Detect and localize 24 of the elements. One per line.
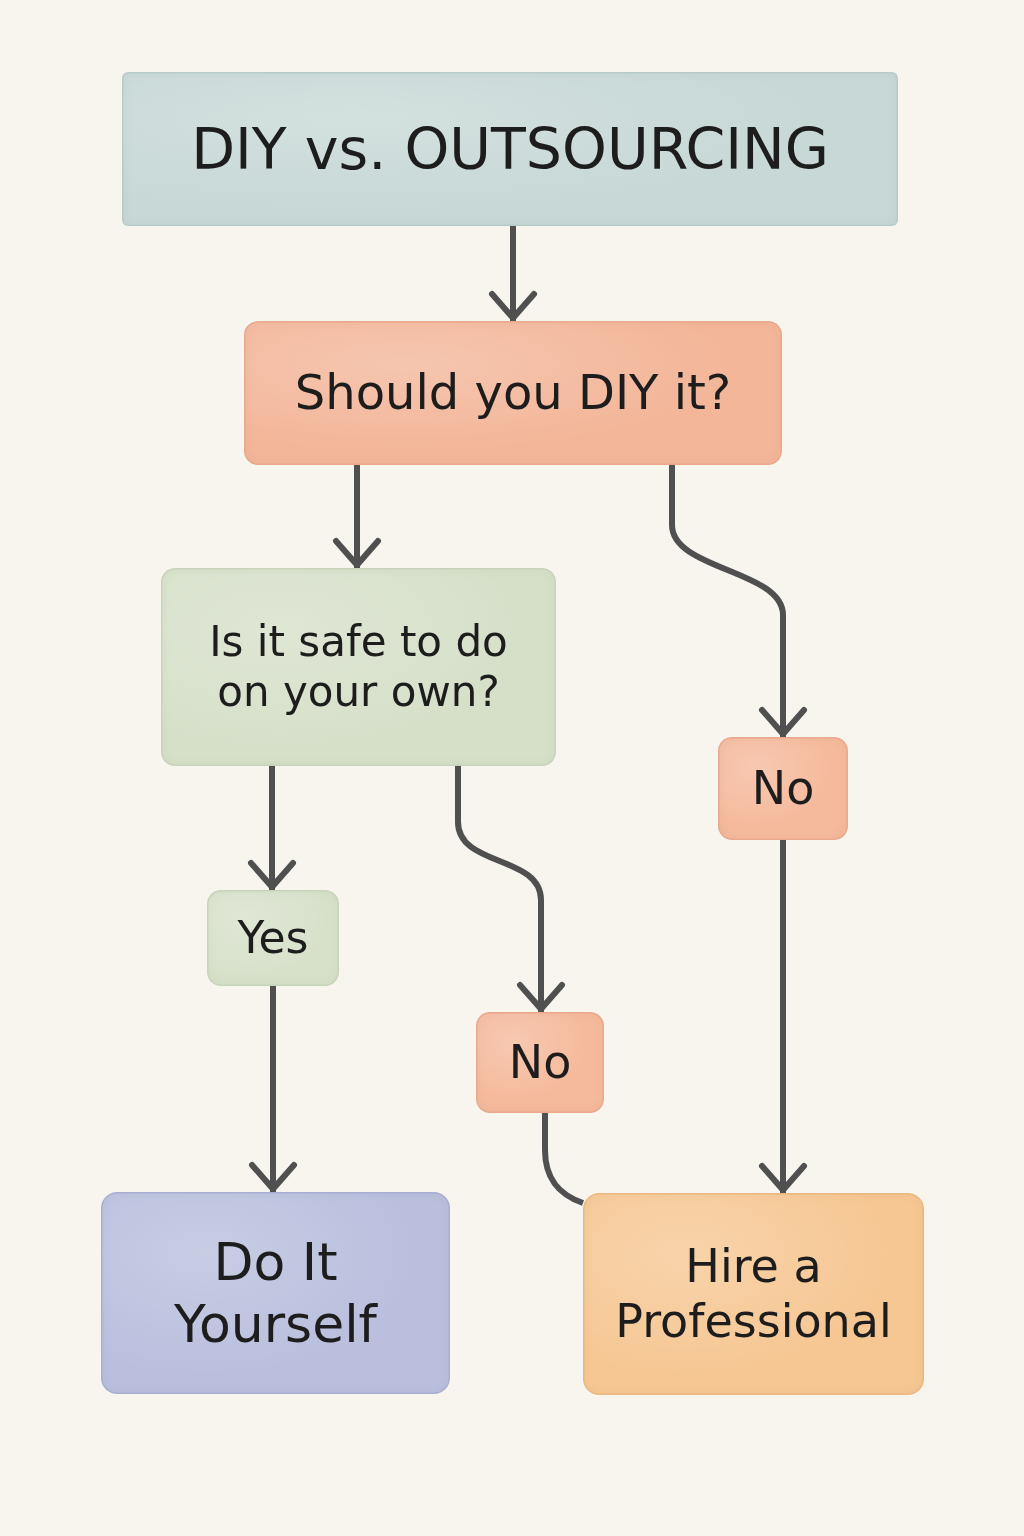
answer-tag [476,1012,604,1113]
arrow [759,840,807,1193]
outcome-text: Do It Yourself [173,1230,379,1356]
outcome-box [101,1192,450,1394]
answer-text: No [751,760,815,817]
title-banner [122,72,898,226]
answer-tag [718,737,848,840]
question-text: Is it safe to do on your own? [208,616,509,718]
question-box [161,568,556,766]
question-text: Should you DIY it? [294,364,732,422]
arrow [248,766,296,890]
answer-text: No [508,1034,572,1091]
arrow [669,465,807,737]
arrow [489,226,537,321]
arrow [333,465,381,568]
question-box [244,321,782,465]
answer-tag [207,890,339,986]
arrow [249,986,297,1192]
outcome-box [583,1193,924,1395]
title-text: DIY vs. OUTSOURCING [191,114,829,184]
outcome-text: Hire a Professional [614,1238,893,1350]
answer-text: Yes [237,911,309,965]
connector-line [542,1113,585,1206]
arrow [455,766,565,1012]
